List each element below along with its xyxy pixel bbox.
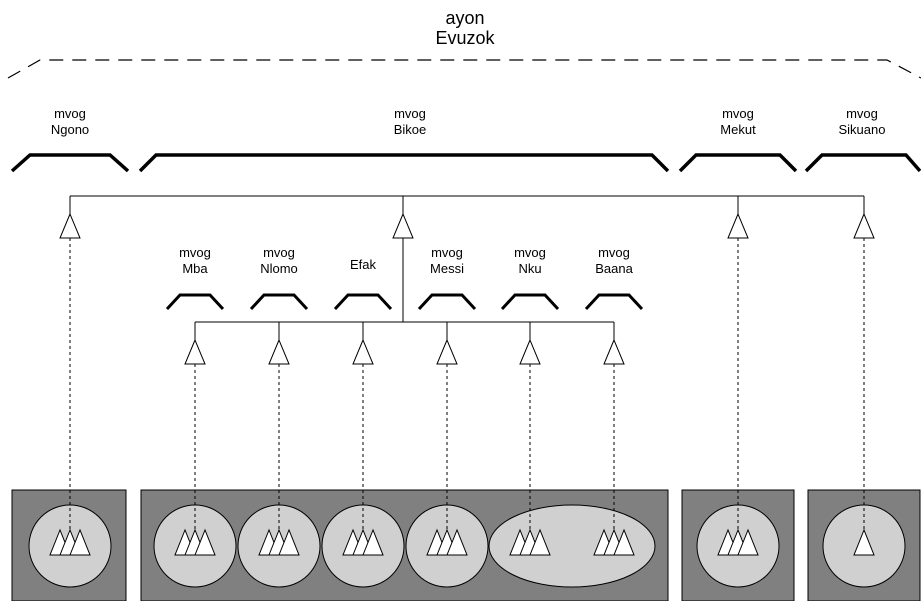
triangle-ngono-icon (59, 212, 81, 239)
bracket-baana (584, 293, 644, 311)
level2-brackets (165, 293, 644, 311)
triangle-messi-icon (436, 338, 458, 365)
bracket-mekut (678, 153, 798, 173)
label-nlomo-line1: mvog (263, 245, 295, 260)
evuzok-dashed-bracket (7, 59, 921, 79)
cluster-sikuano (853, 528, 875, 556)
tree-triangles (59, 212, 875, 365)
label-mba-line1: mvog (179, 245, 211, 260)
dotted-lines (69, 238, 865, 530)
label-nlomo-line2: Nlomo (260, 261, 298, 276)
label-mba-line2: Mba (182, 261, 208, 276)
label-nku: mvog Nku (465, 245, 595, 277)
label-nku-line1: mvog (514, 245, 546, 260)
triangle-bikoe-icon (392, 212, 414, 239)
triangle-nlomo-icon (268, 338, 290, 365)
triangle-mekut-icon (727, 212, 749, 239)
tree-lines (69, 195, 865, 340)
label-ngono-line1: mvog (54, 106, 86, 121)
label-baana: mvog Baana (549, 245, 679, 277)
bracket-nlomo (249, 293, 309, 311)
cluster-messi (426, 528, 468, 556)
top-label-line2: Evuzok (435, 28, 495, 48)
cluster-ngono (49, 528, 91, 556)
bracket-nku (500, 293, 560, 311)
triangle-clusters (49, 528, 875, 556)
label-sikuano-line1: mvog (846, 106, 878, 121)
label-messi-line1: mvog (431, 245, 463, 260)
label-bikoe-line1: mvog (394, 106, 426, 121)
group-circles (28, 504, 906, 588)
label-nlomo: mvog Nlomo (214, 245, 344, 277)
label-messi-line2: Messi (430, 261, 464, 276)
label-mekut: mvog Mekut (673, 106, 803, 138)
label-bikoe: mvog Bikoe (345, 106, 475, 138)
label-mba: mvog Mba (130, 245, 260, 277)
triangle-nku-icon (519, 338, 541, 365)
label-efak: Efak (298, 257, 428, 273)
label-nku-line2: Nku (518, 261, 542, 276)
label-messi: mvog Messi (382, 245, 512, 277)
label-baana-line2: Baana (595, 261, 633, 276)
ellipse-nku-baana (488, 504, 656, 588)
cluster-nku (509, 528, 551, 556)
label-ngono-line2: Ngono (50, 122, 90, 137)
triangle-mba-icon (184, 338, 206, 365)
triangle-baana-icon (603, 338, 625, 365)
bracket-ngono (10, 153, 130, 173)
bracket-mba (165, 293, 225, 311)
label-ngono: mvog Ngono (5, 106, 135, 138)
label-efak-line: Efak (349, 257, 376, 272)
triangle-sikuano-icon (853, 212, 875, 239)
cluster-baana (593, 528, 635, 556)
label-mekut-line1: mvog (722, 106, 754, 121)
label-baana-line1: mvog (598, 245, 630, 260)
bracket-efak (333, 293, 393, 311)
label-sikuano-line2: Sikuano (838, 122, 886, 137)
top-label: ayon Evuzok (365, 8, 565, 48)
cluster-mba (174, 528, 216, 556)
triangle-efak-icon (352, 338, 374, 365)
bracket-bikoe (138, 153, 670, 173)
label-bikoe-line2: Bikoe (393, 122, 427, 137)
cluster-nlomo (258, 528, 300, 556)
label-mekut-line2: Mekut (720, 122, 756, 137)
cluster-efak (342, 528, 384, 556)
level1-brackets (10, 153, 921, 173)
bracket-messi (417, 293, 477, 311)
label-sikuano: mvog Sikuano (797, 106, 921, 138)
cluster-mekut (717, 528, 759, 556)
bracket-sikuano (804, 153, 921, 173)
top-label-line1: ayon (445, 8, 485, 28)
